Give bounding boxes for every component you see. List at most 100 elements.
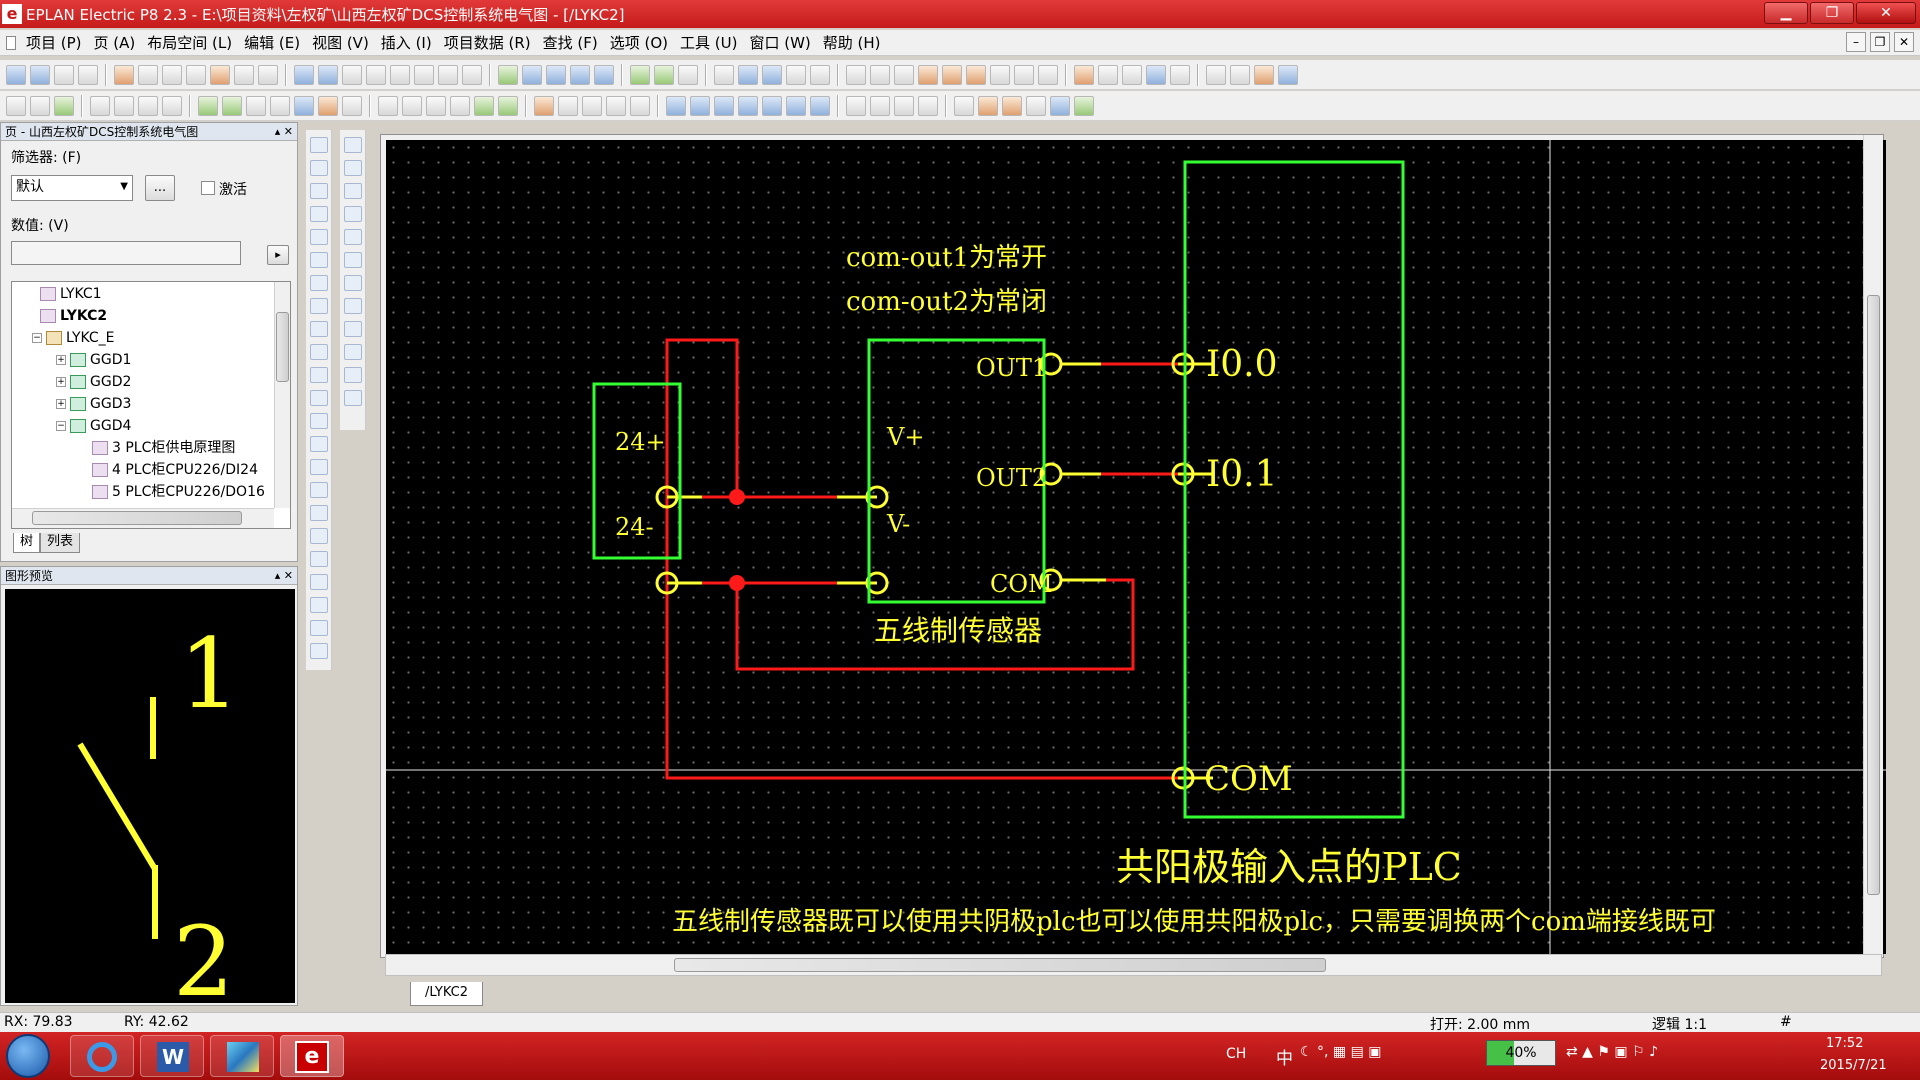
tool-button[interactable] xyxy=(309,436,328,452)
mdi-close-button[interactable]: ✕ xyxy=(1894,32,1914,52)
toolbar-button[interactable] xyxy=(1146,64,1166,85)
toolbar-button[interactable] xyxy=(186,64,206,85)
toolbar-button[interactable] xyxy=(1122,64,1142,85)
toolbar-button[interactable] xyxy=(1026,95,1046,116)
tray-icons[interactable]: ⇄ ▲ ⚑ ▣ ⚐ ♪ xyxy=(1566,1044,1659,1060)
internet-explorer-icon[interactable] xyxy=(70,1035,134,1077)
maximize-button[interactable]: ❐ xyxy=(1810,2,1854,24)
menu-edit[interactable]: 编辑 (E) xyxy=(244,34,301,52)
toolbar-button[interactable] xyxy=(606,95,626,116)
toolbar-button[interactable] xyxy=(54,95,74,116)
tool-button[interactable] xyxy=(309,275,328,291)
tool-button[interactable] xyxy=(309,206,328,222)
toolbar-button[interactable] xyxy=(894,95,914,116)
tool-button[interactable] xyxy=(343,252,362,268)
tree-item-ggd3[interactable]: +GGD3 xyxy=(56,396,132,412)
tool-button[interactable] xyxy=(343,183,362,199)
photo-viewer-icon[interactable] xyxy=(210,1035,274,1077)
menu-project[interactable]: 项目 (P) xyxy=(26,34,82,52)
canvas-vertical-scrollbar[interactable] xyxy=(1863,135,1883,957)
toolbar-button[interactable] xyxy=(870,95,890,116)
tree-item-ggd1[interactable]: +GGD1 xyxy=(56,352,132,368)
toolbar-button[interactable] xyxy=(222,95,242,116)
tree-item-page-3[interactable]: 3 PLC柜供电原理图 xyxy=(92,438,235,458)
toolbar-button[interactable] xyxy=(1074,95,1094,116)
toolbar-button[interactable] xyxy=(1050,95,1070,116)
toolbar-button[interactable] xyxy=(246,95,266,116)
toolbar-button[interactable] xyxy=(366,64,386,85)
collapse-icon[interactable]: − xyxy=(56,421,66,431)
tree-item-lykc2[interactable]: LYKC2 xyxy=(40,306,107,326)
toolbar-button[interactable] xyxy=(30,95,50,116)
toolbar-button[interactable] xyxy=(738,95,758,116)
toolbar-button[interactable] xyxy=(378,95,398,116)
toolbar-button[interactable] xyxy=(1206,64,1226,85)
mdi-restore-button[interactable]: ❐ xyxy=(1870,32,1890,52)
toolbar-button[interactable] xyxy=(138,95,158,116)
activate-checkbox[interactable] xyxy=(201,181,215,195)
tool-button[interactable] xyxy=(309,390,328,406)
filter-dropdown[interactable]: 默认 ▼ xyxy=(11,175,133,201)
toolbar-button[interactable] xyxy=(30,64,50,85)
clock-date[interactable]: 2015/7/21 xyxy=(1820,1058,1887,1073)
menu-window[interactable]: 窗口 (W) xyxy=(749,34,811,52)
expand-icon[interactable]: + xyxy=(56,377,66,387)
tool-button[interactable] xyxy=(343,137,362,153)
ime-language[interactable]: 中 xyxy=(1276,1049,1293,1069)
toolbar-button[interactable] xyxy=(534,95,554,116)
toolbar-button[interactable] xyxy=(714,64,734,85)
tool-button[interactable] xyxy=(309,643,328,659)
tool-button[interactable] xyxy=(309,459,328,475)
toolbar-button[interactable] xyxy=(342,64,362,85)
tree-vertical-scrollbar[interactable] xyxy=(274,282,290,508)
tool-button[interactable] xyxy=(309,551,328,567)
tool-button[interactable] xyxy=(343,344,362,360)
apply-value-button[interactable]: ▸ xyxy=(267,245,289,265)
menu-project-data[interactable]: 项目数据 (R) xyxy=(443,34,531,52)
toolbar-button[interactable] xyxy=(678,64,698,85)
menu-help[interactable]: 帮助 (H) xyxy=(822,34,881,52)
tool-button[interactable] xyxy=(309,229,328,245)
tree-item-lykc1[interactable]: LYKC1 xyxy=(40,284,102,304)
tab-lykc2[interactable]: /LYKC2 xyxy=(410,982,483,1006)
toolbar-button[interactable] xyxy=(498,64,518,85)
toolbar-button[interactable] xyxy=(210,64,230,85)
toolbar-button[interactable] xyxy=(114,95,134,116)
toolbar-button[interactable] xyxy=(786,64,806,85)
toolbar-button[interactable] xyxy=(6,64,26,85)
tool-button[interactable] xyxy=(309,137,328,153)
scroll-thumb[interactable] xyxy=(32,511,242,525)
tool-button[interactable] xyxy=(309,367,328,383)
tool-button[interactable] xyxy=(309,574,328,590)
tab-list[interactable]: 列表 xyxy=(40,533,81,553)
toolbar-button[interactable] xyxy=(390,64,410,85)
toolbar-button[interactable] xyxy=(462,64,482,85)
toolbar-button[interactable] xyxy=(162,95,182,116)
toolbar-button[interactable] xyxy=(546,64,566,85)
toolbar-button[interactable] xyxy=(630,95,650,116)
toolbar-button[interactable] xyxy=(846,64,866,85)
tool-button[interactable] xyxy=(343,367,362,383)
tree-item-ggd2[interactable]: +GGD2 xyxy=(56,374,132,390)
panel-pin-close-icon[interactable]: ▴ ✕ xyxy=(274,125,293,138)
toolbar-button[interactable] xyxy=(810,95,830,116)
toolbar-button[interactable] xyxy=(870,64,890,85)
tool-button[interactable] xyxy=(309,482,328,498)
toolbar-button[interactable] xyxy=(570,64,590,85)
toolbar-button[interactable] xyxy=(294,64,314,85)
menu-insert[interactable]: 插入 (I) xyxy=(380,34,432,52)
scroll-thumb[interactable] xyxy=(674,958,1326,972)
toolbar-button[interactable] xyxy=(558,95,578,116)
menu-page[interactable]: 页 (A) xyxy=(93,34,136,52)
minimize-button[interactable]: ▁ xyxy=(1764,2,1808,24)
toolbar-button[interactable] xyxy=(342,95,362,116)
toolbar-button[interactable] xyxy=(318,95,338,116)
toolbar-button[interactable] xyxy=(810,64,830,85)
scroll-thumb[interactable] xyxy=(1867,295,1880,895)
toolbar-button[interactable] xyxy=(1074,64,1094,85)
toolbar-button[interactable] xyxy=(846,95,866,116)
toolbar-button[interactable] xyxy=(786,95,806,116)
toolbar-button[interactable] xyxy=(1002,95,1022,116)
toolbar-button[interactable] xyxy=(1098,64,1118,85)
filter-edit-button[interactable]: ... xyxy=(145,175,175,201)
